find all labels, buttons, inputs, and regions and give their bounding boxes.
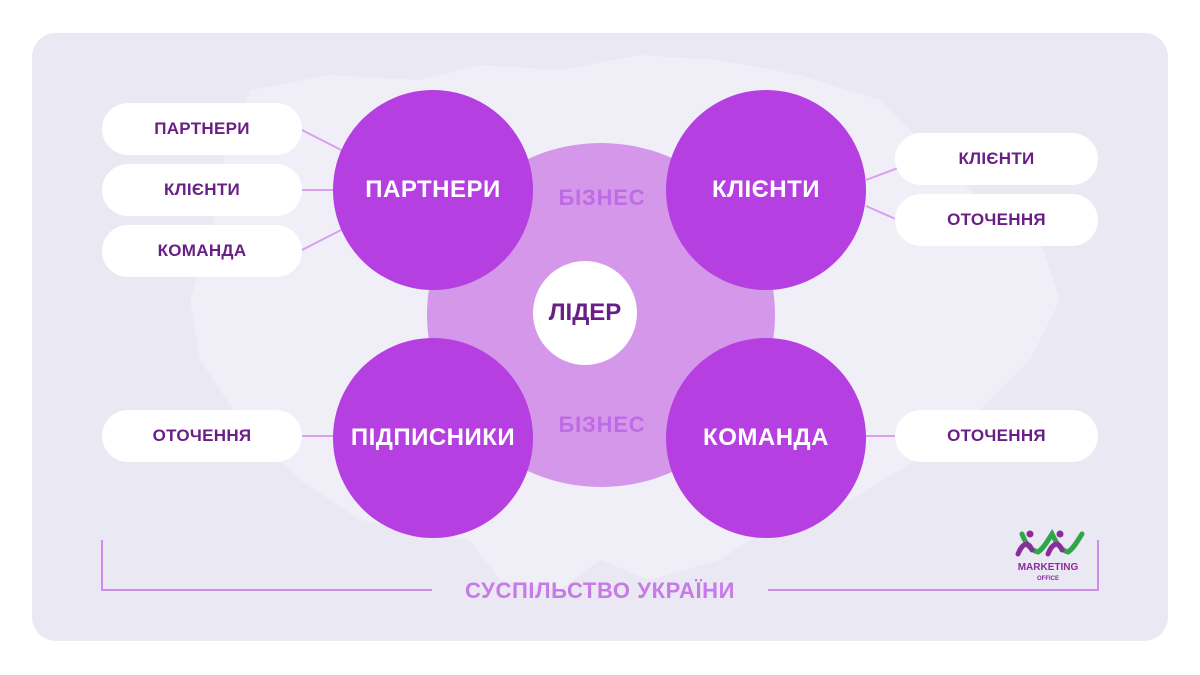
circle-partners: ПАРТНЕРИ <box>333 90 533 290</box>
pill-environment-bottom-left: ОТОЧЕННЯ <box>102 410 302 462</box>
logo-text-marketing: MARKETING <box>1018 562 1079 573</box>
marketing-office-logo: MARKETING OFFICE <box>1015 529 1085 582</box>
circle-team: КОМАНДА <box>666 338 866 538</box>
pill-environment-right: ОТОЧЕННЯ <box>895 194 1098 246</box>
pill-partners: ПАРТНЕРИ <box>102 103 302 155</box>
leader-center: ЛІДЕР <box>533 261 637 365</box>
circle-clients: КЛІЄНТИ <box>666 90 866 290</box>
business-label-bottom: БІЗНЕС <box>558 412 646 437</box>
circle-subscribers: ПІДПИСНИКИ <box>333 338 533 538</box>
logo-text-office: OFFICE <box>1037 576 1059 582</box>
pill-clients: КЛІЄНТИ <box>102 164 302 216</box>
pill-clients-right: КЛІЄНТИ <box>895 133 1098 185</box>
society-label: СУСПІЛЬСТВО УКРАЇНИ <box>464 578 736 603</box>
pill-team: КОМАНДА <box>102 225 302 277</box>
business-label-top: БІЗНЕС <box>558 185 646 210</box>
pill-environment-bottom-right: ОТОЧЕННЯ <box>895 410 1098 462</box>
